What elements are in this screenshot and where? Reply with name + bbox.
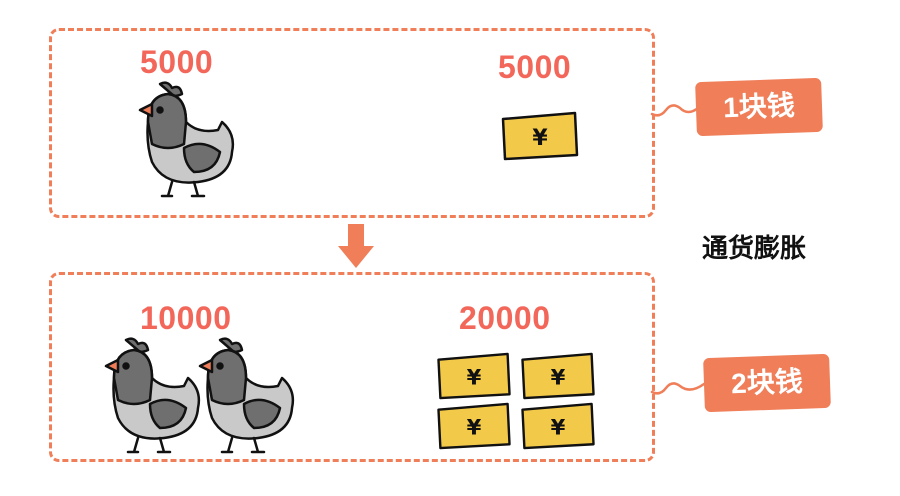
yen-symbol: ¥ (551, 415, 566, 440)
down-arrow-icon (338, 224, 374, 268)
banknote-icon: ¥ (521, 402, 595, 450)
chicken-icon (198, 337, 295, 454)
yen-symbol: ¥ (467, 365, 482, 390)
price-tag-bottom: 2块钱 (703, 353, 831, 413)
connector-squiggle (650, 382, 706, 395)
chicken-icon (138, 81, 235, 198)
top-money-amount: 5000 (498, 49, 572, 85)
yen-symbol: ¥ (532, 126, 548, 151)
bottom-money-amount: 20000 (459, 300, 551, 336)
chicken-icon (104, 337, 201, 454)
banknote-icon: ¥ (521, 352, 595, 400)
price-tag-top: 1块钱 (695, 77, 823, 137)
banknote-icon: ¥ (437, 402, 511, 450)
connector-squiggle (650, 104, 700, 117)
top-chicken-count: 5000 (140, 44, 214, 80)
yen-symbol: ¥ (551, 365, 566, 390)
bottom-panel (49, 272, 655, 462)
bottom-chicken-count: 10000 (140, 300, 232, 336)
inflation-label: 通货膨胀 (702, 234, 807, 264)
banknote-icon: ¥ (437, 352, 511, 400)
top-panel (49, 28, 655, 218)
banknote-icon: ¥ (501, 111, 579, 161)
yen-symbol: ¥ (467, 415, 482, 440)
